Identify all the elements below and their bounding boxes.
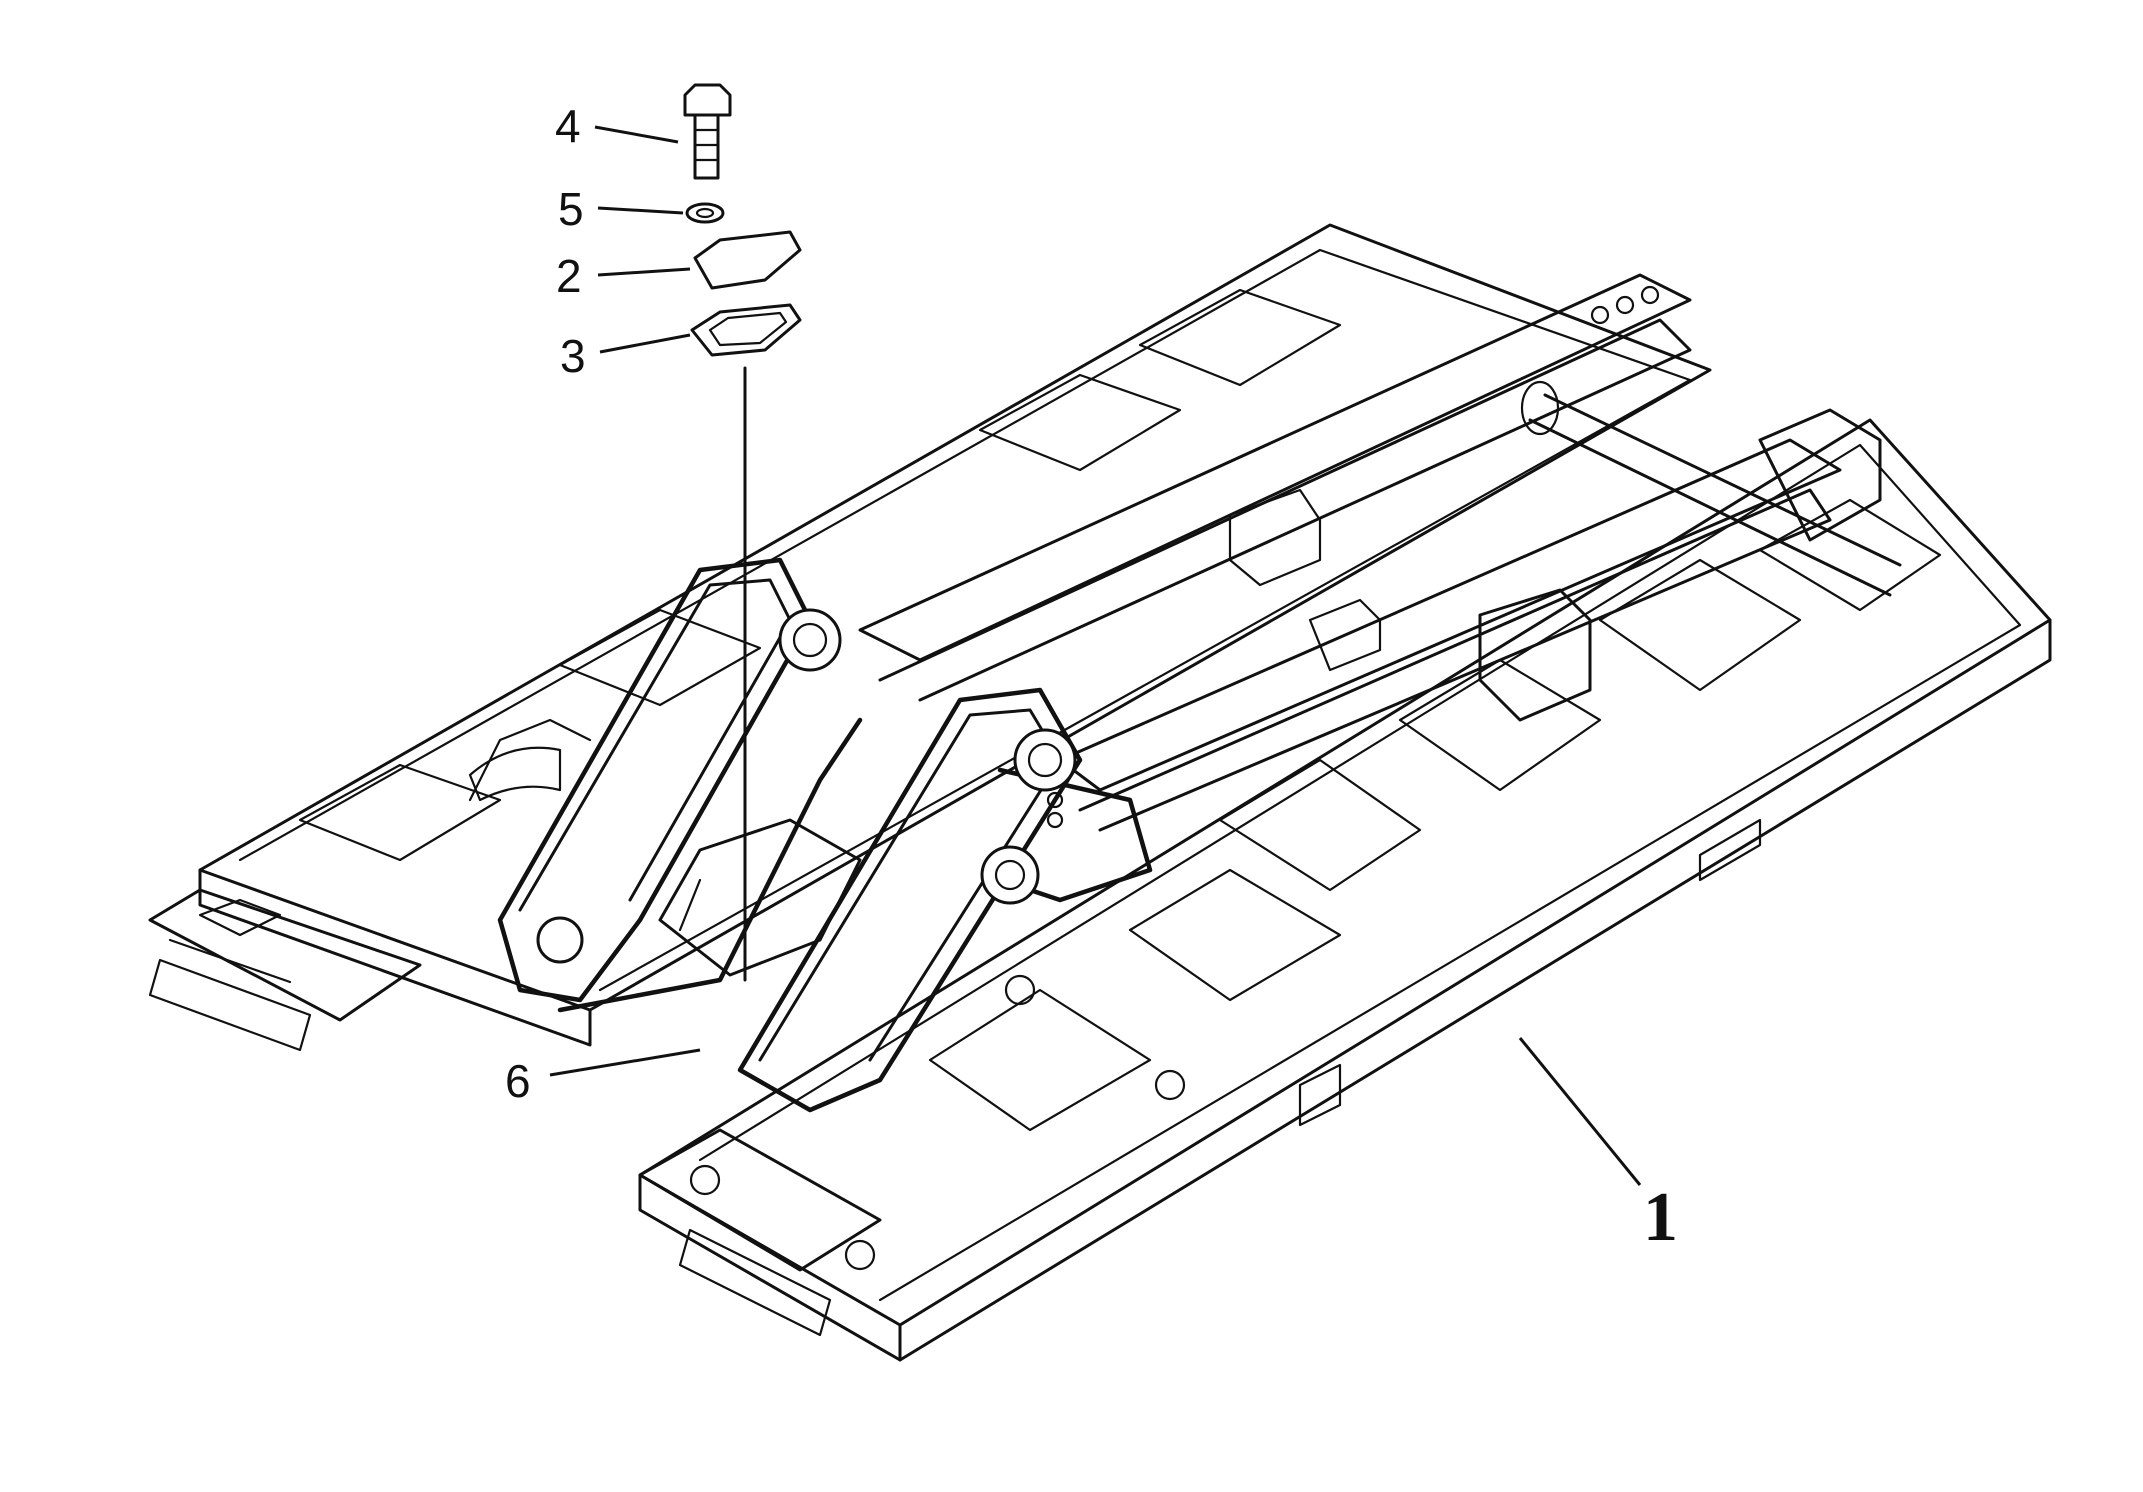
pivot-arm-left [497,557,863,1013]
bolt [683,83,732,180]
track-frame [148,223,2052,1362]
callout-label-1: 1 [1643,1179,1678,1256]
cover-plate [693,230,802,290]
callout-label-4: 4 [555,100,581,152]
callout-1: 1 [1518,1037,1678,1256]
callout-4: 4 [555,100,679,152]
gasket [690,303,802,357]
callout-6: 6 [505,1048,701,1107]
callout-label-3: 3 [560,330,586,382]
callout-2: 2 [556,250,691,302]
pivot-arm-right [737,687,1153,1113]
callout-label-2: 2 [556,250,582,302]
callout-label-6: 6 [505,1055,531,1107]
callout-3: 3 [560,330,691,382]
washer [685,202,725,224]
callout-label-5: 5 [558,183,584,235]
callout-5: 5 [558,183,684,235]
cross-beam-lower [1058,408,1882,832]
center-bore [468,718,862,977]
